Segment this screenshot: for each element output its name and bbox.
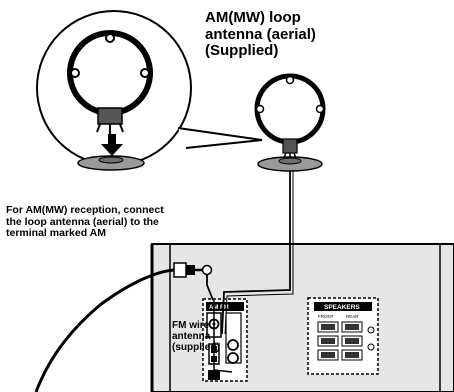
down-arrow-icon (101, 134, 123, 156)
speaker-rear-label: REAR (346, 314, 359, 319)
fm-connector-icon (173, 262, 214, 301)
connection-instruction: For AM(MW) reception, connect the loop a… (6, 204, 164, 240)
fm-antenna-label: FM wire antenna (supplied) (172, 320, 220, 353)
speakers-label: SPEAKERS (324, 304, 360, 311)
am-antenna-lead-wire (221, 171, 291, 335)
am-loop-antenna-icon (254, 73, 326, 172)
speaker-terminal-block: SPEAKERS FRONT REAR (307, 297, 379, 375)
speaker-front-label: FRONT (318, 314, 334, 319)
fm-wire-antenna (34, 268, 175, 392)
inset-loop-antenna-icon (67, 30, 153, 134)
am-antenna-label: AM(MW) loop antenna (aerial) (Supplied) (205, 9, 316, 59)
am-fm-block-label: AM FM (209, 305, 229, 311)
rear-panel (150, 243, 454, 392)
inset-stand-base-icon (77, 155, 145, 171)
